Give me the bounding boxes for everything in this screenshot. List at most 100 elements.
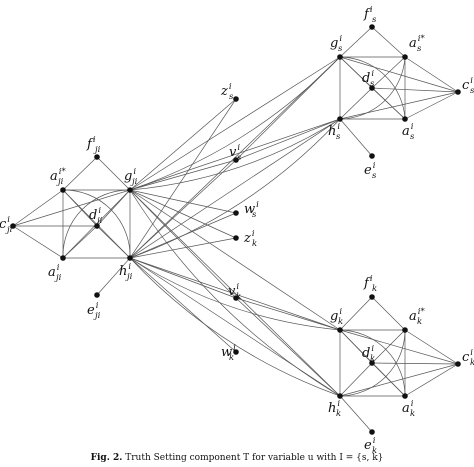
- gadget-arc-j-1: [62, 189, 131, 259]
- label-ask: ai*k: [409, 307, 425, 327]
- edge-as-cs: [404, 91, 459, 120]
- label-ass: ai*s: [409, 34, 425, 54]
- edge-hj-gk: [129, 257, 341, 331]
- edge-gs-cs: [339, 56, 459, 93]
- node-ask: [402, 327, 408, 333]
- node-gj: [127, 187, 133, 193]
- edge-fj-asj: [62, 156, 98, 191]
- edge-ds-cs: [371, 87, 459, 93]
- edge-gk-ck: [339, 329, 459, 365]
- node-dk: [369, 360, 375, 366]
- edge-dk-ck: [371, 362, 459, 365]
- node-ck: [455, 361, 461, 367]
- arc-hj-gk: [129, 257, 341, 331]
- gadget-arc-s-2: [339, 56, 406, 120]
- node-cj: [10, 223, 16, 229]
- edge-vk-hk: [235, 297, 341, 397]
- gadget-arc-k-1: [339, 329, 406, 397]
- edge-ass-cs: [404, 56, 459, 93]
- node-wk: [233, 349, 239, 355]
- node-hs: [337, 116, 343, 122]
- edge-gj-zs: [129, 98, 237, 191]
- label-fk: fik: [363, 274, 377, 294]
- caption-rest: for variable u: [249, 453, 314, 463]
- edge-gj-vk: [129, 189, 237, 299]
- edge-hj-vk: [129, 257, 237, 299]
- edge-hs-es: [339, 118, 373, 157]
- edge-fj-gj: [96, 156, 131, 191]
- node-aj: [60, 255, 66, 261]
- node-zk: [233, 235, 239, 241]
- caption-text: Truth Setting component T: [122, 453, 250, 463]
- diagram-edges: [12, 26, 459, 433]
- edge-ds-hs: [339, 87, 373, 120]
- node-asj: [60, 187, 66, 193]
- diagram-arcs: [62, 56, 406, 397]
- edge-ds-as: [371, 87, 406, 120]
- edge-fk-ask: [371, 296, 406, 331]
- edge-gj-hs: [129, 118, 341, 191]
- edge-gj-ws: [129, 189, 237, 214]
- figure-caption: Fig. 2. Truth Setting component T for va…: [0, 453, 474, 467]
- node-hk: [337, 393, 343, 399]
- node-cs: [455, 89, 461, 95]
- arc-gj-hk: [129, 189, 341, 397]
- edge-hj-vs: [129, 159, 237, 259]
- arc-gj-gs: [129, 56, 341, 191]
- label-ck: cik: [462, 348, 474, 368]
- gadget-arc-k-2: [339, 329, 406, 397]
- node-zs: [233, 96, 239, 102]
- edge-asj-cj: [12, 189, 64, 227]
- node-ds: [369, 85, 375, 91]
- gadget-arc-j-2: [62, 189, 131, 259]
- node-ak: [402, 393, 408, 399]
- edge-dk-ak: [371, 362, 406, 397]
- edge-dj-aj: [62, 225, 98, 259]
- edge-fs-gs: [339, 26, 373, 58]
- edge-vk-gk: [235, 297, 341, 331]
- node-dj: [94, 223, 100, 229]
- node-vk: [233, 295, 239, 301]
- edge-gj-zk: [129, 189, 237, 239]
- edge-hk-ck: [339, 363, 459, 397]
- node-es: [369, 153, 375, 159]
- edge-hj-ej: [96, 257, 131, 296]
- edge-dk-hk: [339, 362, 373, 397]
- node-gs: [337, 54, 343, 60]
- arc-gj-hs: [129, 118, 341, 191]
- edge-fs-ass: [371, 26, 406, 58]
- edge-gj-gk: [129, 189, 341, 331]
- edge-hj-zs: [129, 98, 237, 259]
- node-fs: [369, 24, 375, 30]
- edge-hs-cs: [339, 91, 459, 120]
- node-vs: [233, 157, 239, 163]
- node-ws: [233, 210, 239, 216]
- node-ass: [402, 54, 408, 60]
- edge-hj-hs: [129, 118, 341, 259]
- node-ej: [94, 292, 100, 298]
- edge-fk-gk: [339, 296, 373, 331]
- edge-ask-dk: [371, 329, 406, 364]
- arc-hj-hk: [129, 257, 341, 397]
- edge-ask-ck: [404, 329, 459, 365]
- diagram-nodes: [10, 24, 461, 435]
- caption-tail: with Ī = {s, k}: [313, 453, 384, 463]
- label-fj: fiji: [86, 135, 101, 155]
